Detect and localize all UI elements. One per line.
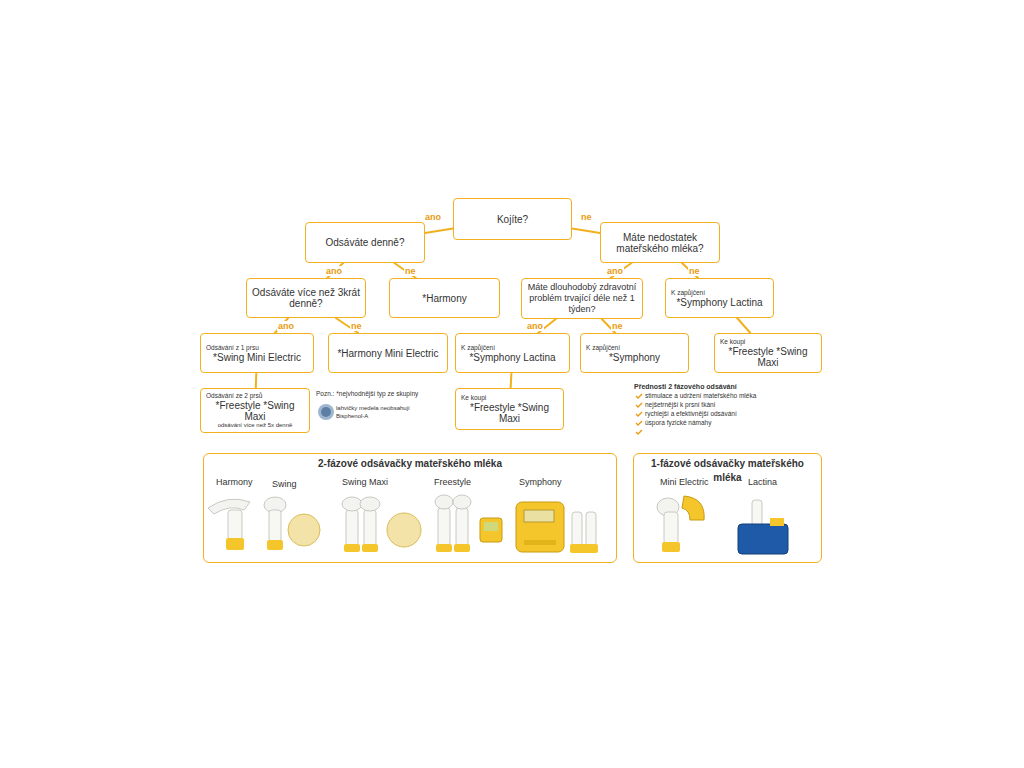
edge-label: ne [688,266,701,276]
edge-label: ano [424,212,442,222]
node-text: *Harmony [395,293,494,304]
question-box: Kojíte? [453,198,572,240]
result-box: Ke koupi*Freestyle *Swing Maxi [455,388,564,430]
node-text: *Freestyle *Swing Maxi [206,400,304,422]
node-text: Odsáváte denně? [311,237,419,248]
node-heading: Ke koupi [720,338,816,346]
note-text: lahvičky medela neobsahují Bisphenol-A [336,404,416,420]
freestyle-pump [435,495,502,552]
product-group-panel: 2-fázové odsávačky mateřského mléka [203,453,617,563]
question-box: Odsáváte denně? [305,222,425,263]
product-name: Swing Maxi [342,477,388,488]
product-name: Harmony [216,477,253,488]
edge-label: ano [526,321,544,331]
product-name: Symphony [519,477,562,488]
edge-label: ne [404,266,417,276]
product-name: Freestyle [434,477,471,488]
edge-label: ano [277,321,295,331]
connector [737,318,750,333]
result-box: K zapůjčení*Symphony [580,333,689,373]
result-box: Odsávání ze 2 prsů*Freestyle *Swing Maxi… [200,388,310,433]
node-heading: K zapůjčení [461,344,564,352]
node-heading: K zapůjčení [671,289,768,297]
connector [510,373,513,388]
edge-label: ne [580,212,593,222]
connector [572,228,600,232]
result-box: *Harmony Mini Electric [328,333,448,373]
connector [255,373,258,388]
node-text: *Freestyle *Swing Maxi [461,402,558,424]
edge-label: ano [325,266,343,276]
node-text: *Swing Mini Electric [206,352,308,363]
node-text: *Symphony [586,352,683,363]
edge-label: ne [350,321,363,331]
result-box: Odsávání z 1 prsu*Swing Mini Electric [200,333,314,373]
lactina-pump [738,500,788,554]
note-text: Přednosti 2 fázového odsávání [634,382,737,391]
connector [394,263,415,278]
product-group-panel: 1-fázové odsávačky mateřského mléka [633,453,822,563]
swing-pump [264,497,320,550]
node-text: *Symphony Lactina [671,297,768,308]
note-text: nejšetrnější k prsní tkáni [645,401,715,410]
node-heading: Odsávání z 1 prsu [206,344,308,352]
product-name: Swing [272,479,297,490]
symphony-pump [516,502,598,553]
node-text: *Harmony Mini Electric [334,348,442,359]
note-text: rychlejší a efektivnější odsávání [645,410,737,419]
connector [425,228,453,232]
node-text: Odsáváte více než 3krát denně? [252,287,360,309]
node-heading: Odsávání ze 2 prsů [206,392,304,400]
product-name: Mini Electric [660,477,709,488]
result-box: *Harmony [389,278,500,318]
node-heading: Ke koupi [461,394,558,402]
node-text: *Symphony Lactina [461,352,564,363]
node-heading: K zapůjčení [586,344,683,352]
question-box: Máte dlouhodobý zdravotní problém trvají… [521,278,643,319]
node-text: Máte dlouhodobý zdravotní problém trvají… [527,282,637,315]
harmony-pump [208,499,250,550]
bpa-icon [318,404,334,420]
note-text: Pozn.: *nejvhodnější typ ze skupiny [316,390,418,399]
node-text: Máte nedostatek mateřského mléka? [606,232,714,254]
product-name: Lactina [748,477,777,488]
bpa-icon-core [321,407,331,417]
node-text: Kojíte? [459,214,566,225]
edge-label: ne [611,321,624,331]
question-box: Odsáváte více než 3krát denně? [246,278,366,318]
swing-maxi-pump [342,497,421,552]
mini-electric-pump [657,496,704,552]
result-box: K zapůjčení*Symphony Lactina [455,333,570,373]
result-box: Ke koupi*Freestyle *Swing Maxi [714,333,822,373]
node-text: *Freestyle *Swing Maxi [720,346,816,368]
result-box: K zapůjčení*Symphony Lactina [665,278,774,318]
node-text: 2-fázové odsávačky mateřského mléka [209,457,611,471]
note-text: stimulace a udržení mateřského mléka [645,392,756,401]
node-note: odsávání více než 5x denně [206,422,304,429]
question-box: Máte nedostatek mateřského mléka? [600,222,720,263]
check-marks [636,394,642,434]
edge-label: ano [606,266,624,276]
note-text: úspora fyzické námahy [645,419,711,428]
